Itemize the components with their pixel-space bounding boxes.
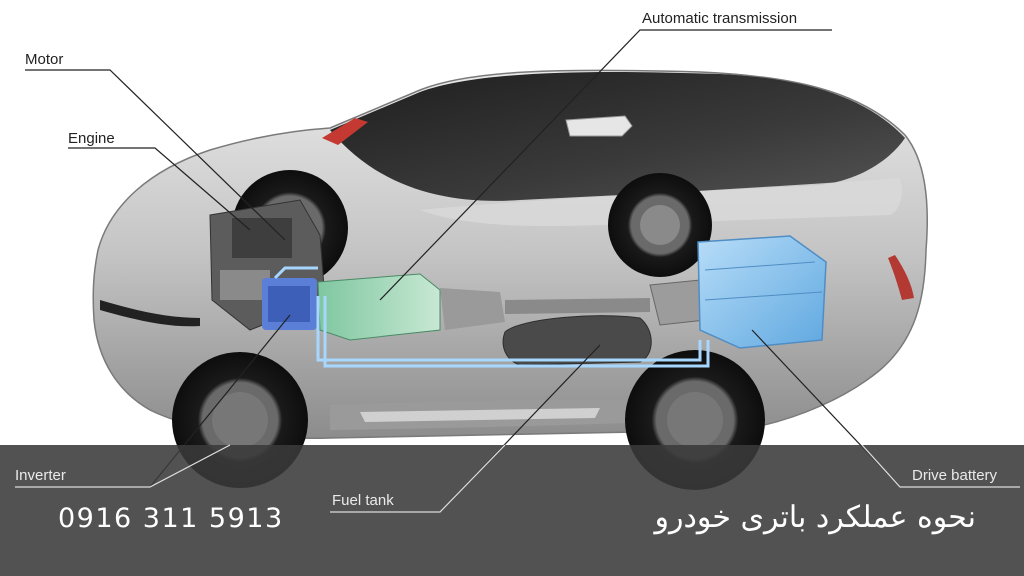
leader-engine	[68, 147, 251, 231]
label-automatic-transmission: Automatic transmission	[642, 10, 798, 27]
label-motor: Motor	[25, 51, 64, 68]
label-drive-battery: Drive battery	[912, 467, 998, 484]
label-fuel-tank: Fuel tank	[332, 492, 394, 509]
fuel-tank	[502, 315, 652, 366]
leader-transmission	[379, 29, 832, 301]
leader-motor	[25, 69, 286, 241]
persian-title: نحوه عملکرد باتری خودرو	[654, 500, 976, 535]
label-inverter: Inverter	[15, 467, 66, 484]
motor-inverter	[262, 278, 317, 330]
drive-battery	[697, 235, 827, 349]
automatic-transmission	[317, 273, 650, 341]
car-body	[92, 69, 928, 439]
phone-number: 0916 311 5913	[58, 503, 284, 534]
hv-cables	[273, 266, 710, 368]
label-engine: Engine	[68, 130, 115, 147]
rear-differential	[649, 279, 706, 326]
